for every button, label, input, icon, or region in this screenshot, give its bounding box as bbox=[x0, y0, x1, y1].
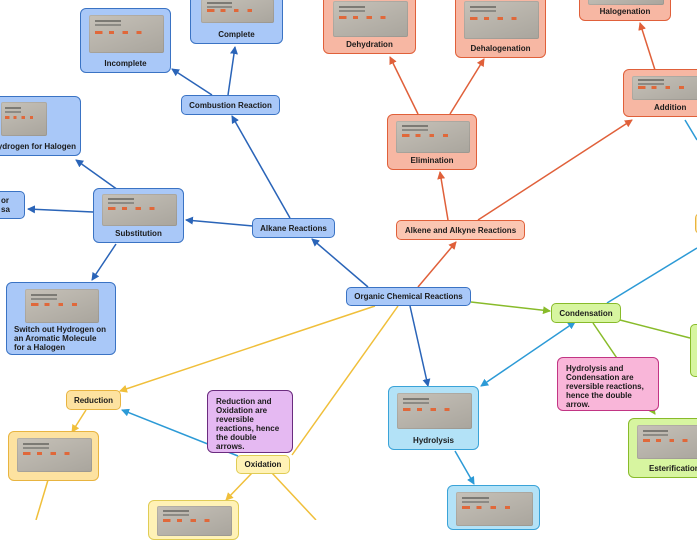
incomplete-label: Incomplete bbox=[104, 59, 147, 68]
hydrolysis-image bbox=[397, 393, 472, 429]
elimination-image bbox=[396, 121, 470, 153]
addition-image bbox=[632, 76, 697, 100]
node-dehydration[interactable]: Dehydration bbox=[323, 0, 416, 54]
dehydration-label: Dehydration bbox=[346, 40, 393, 49]
halogenation-image bbox=[588, 0, 664, 5]
node-complete[interactable]: Complete bbox=[190, 0, 283, 44]
node-alkane-reactions[interactable]: Alkane Reactions bbox=[252, 218, 335, 238]
dehalogenation-image bbox=[464, 1, 539, 39]
node-elimination[interactable]: Elimination bbox=[387, 114, 477, 170]
incomplete-image bbox=[89, 15, 164, 53]
dehydration-image bbox=[333, 1, 408, 37]
dehalogenation-label: Dehalogenation bbox=[470, 44, 531, 53]
node-partial-right-green[interactable] bbox=[690, 324, 697, 377]
oxidation-image bbox=[157, 506, 232, 536]
aromatic-image bbox=[25, 289, 99, 323]
reduction-image bbox=[17, 438, 92, 472]
note-hydrolysis-condensation[interactable]: Hydrolysis and Condensation are reversib… bbox=[557, 357, 659, 411]
complete-image bbox=[201, 0, 274, 23]
node-alkene-alkyne-reactions[interactable]: Alkene and Alkyne Reactions bbox=[396, 220, 525, 240]
node-aromatic-substitution[interactable]: Switch out Hydrogen on an Aromatic Molec… bbox=[6, 282, 116, 355]
note-redox-reversible[interactable]: Reduction and Oxidation are reversible r… bbox=[207, 390, 293, 453]
esterification-label: Esterification bbox=[649, 464, 697, 473]
node-condensation[interactable]: Condensation bbox=[551, 303, 621, 323]
hydrolysis-label: Hydrolysis bbox=[413, 436, 454, 445]
node-esterification[interactable]: Esterification bbox=[628, 418, 697, 478]
node-hydrogen-for-halogen[interactable]: Hydrogen for Halogen bbox=[0, 96, 81, 156]
addition-label: Addition bbox=[654, 103, 687, 112]
node-hydrolysis[interactable]: Hydrolysis bbox=[388, 386, 479, 450]
connector-lines bbox=[27, 22, 697, 520]
hydrogen-halogen-label: Hydrogen for Halogen bbox=[0, 142, 76, 151]
node-oxidation-example[interactable] bbox=[148, 500, 239, 540]
halogenation-label: Halogenation bbox=[599, 7, 651, 16]
node-substitution[interactable]: Substitution bbox=[93, 188, 184, 243]
central-topic[interactable]: Organic Chemical Reactions bbox=[346, 287, 471, 306]
node-halogenation[interactable]: Halogenation bbox=[579, 0, 671, 21]
node-partial-left[interactable]: or sa bbox=[0, 191, 25, 219]
node-dehalogenation[interactable]: Dehalogenation bbox=[455, 0, 546, 58]
esterification-image bbox=[637, 425, 697, 459]
node-combustion-reaction[interactable]: Combustion Reaction bbox=[181, 95, 280, 115]
hydrogen-halogen-image bbox=[1, 102, 47, 136]
elimination-label: Elimination bbox=[410, 156, 454, 165]
aromatic-label: Switch out Hydrogen on an Aromatic Molec… bbox=[14, 325, 106, 352]
node-addition[interactable]: Addition bbox=[623, 69, 697, 117]
node-incomplete[interactable]: Incomplete bbox=[80, 8, 171, 73]
node-reduction-example[interactable] bbox=[8, 431, 99, 481]
node-hydrolysis-example[interactable] bbox=[447, 485, 540, 530]
substitution-label: Substitution bbox=[115, 229, 162, 238]
node-reduction[interactable]: Reduction bbox=[66, 390, 121, 410]
substitution-image bbox=[102, 194, 177, 226]
hydrolysis-example-image bbox=[456, 492, 533, 526]
complete-label: Complete bbox=[218, 30, 255, 39]
node-oxidation[interactable]: Oxidation bbox=[236, 455, 290, 474]
